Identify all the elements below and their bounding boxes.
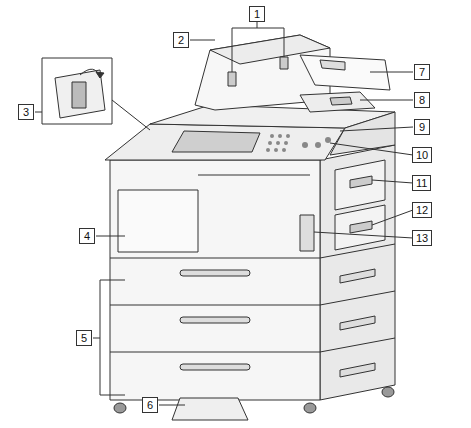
callout-number: 6 (142, 397, 158, 413)
callout-number: 13 (412, 230, 432, 246)
callout-number: 4 (79, 228, 95, 244)
callout-number: 3 (18, 104, 34, 120)
callout-number: 2 (173, 32, 189, 48)
callout-number: 8 (414, 92, 430, 108)
callout-number: 9 (414, 119, 430, 135)
callout-number: 10 (412, 147, 432, 163)
callout-number: 1 (249, 6, 265, 22)
callout-number: 7 (414, 64, 430, 80)
callout-number: 5 (76, 330, 92, 346)
callout-number: 11 (412, 175, 431, 191)
callout-number: 12 (412, 202, 432, 218)
